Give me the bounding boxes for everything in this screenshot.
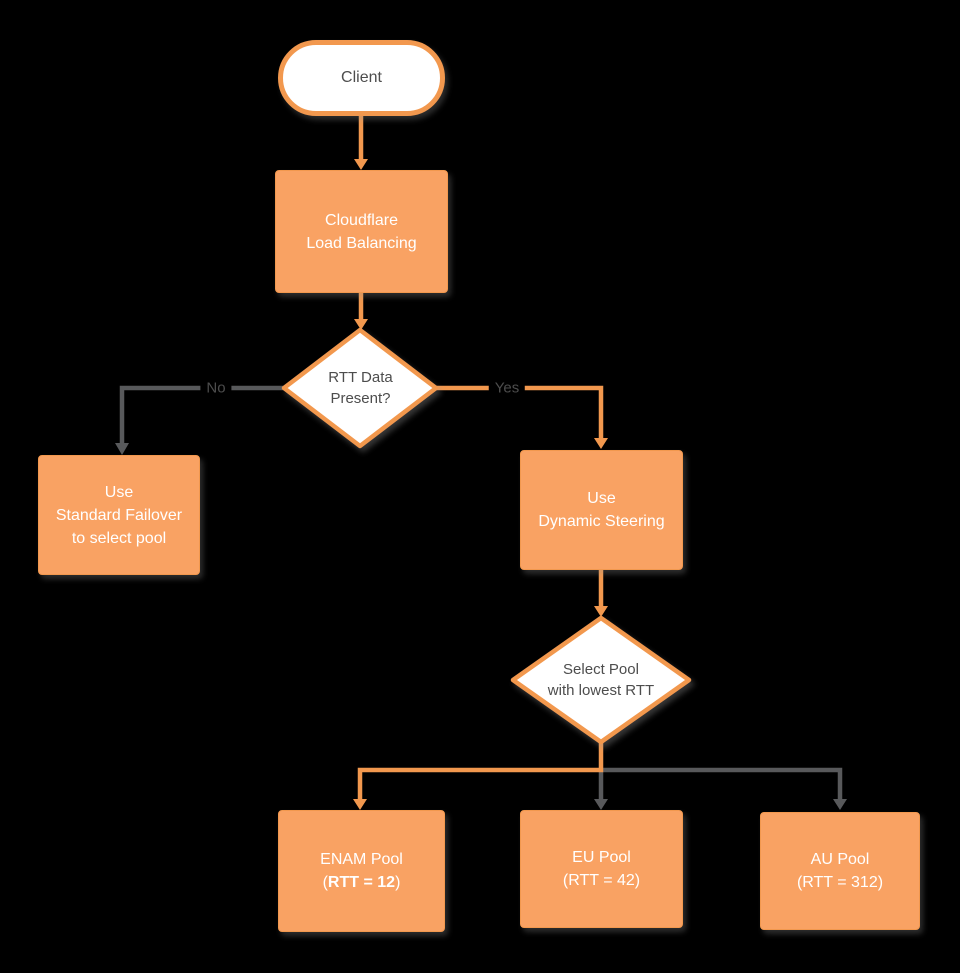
node-eu-pool: EU Pool (RTT = 42) <box>520 810 683 928</box>
au-pool-line2: (RTT = 312) <box>796 874 884 891</box>
select-pool-line2: with lowest RTT <box>547 682 655 699</box>
au-pool-line1: AU Pool <box>810 851 870 868</box>
node-client-label: Client <box>341 69 382 86</box>
edge-label-no: No <box>200 378 232 398</box>
enam-paren-close: ) <box>395 874 401 891</box>
arrowhead-no-branch-icon <box>115 443 129 455</box>
decision-diamond-rtt <box>281 327 439 449</box>
standard-failover-line3: to select pool <box>71 529 167 547</box>
node-select-pool-label: Select Pool with lowest RTT <box>519 650 683 710</box>
eu-pool-line2: (RTT = 42) <box>562 872 641 889</box>
node-dynamic-steering: Use Dynamic Steering <box>520 450 683 570</box>
node-load-balancing: Cloudflare Load Balancing <box>275 170 448 293</box>
rtt-decision-line2: Present? <box>330 390 391 407</box>
edge-to-au-pool <box>601 767 843 799</box>
decision-diamond-select-pool <box>510 615 692 745</box>
node-client: Client <box>278 40 445 116</box>
enam-pool-line1: ENAM Pool <box>320 851 403 868</box>
enam-rtt-bold: RTT = 12 <box>327 874 396 891</box>
standard-failover-line2: Standard Failover <box>55 506 183 524</box>
edge-to-enam-pool <box>357 742 604 799</box>
node-au-pool: AU Pool (RTT = 312) <box>760 812 920 930</box>
select-pool-line1: Select Pool <box>563 661 639 678</box>
node-standard-failover: Use Standard Failover to select pool <box>38 455 200 575</box>
arrowhead-eu-icon <box>594 799 608 810</box>
arrowhead-yes-icon <box>594 438 608 449</box>
arrowhead-enam-icon <box>353 799 367 810</box>
eu-pool-line1: EU Pool <box>572 849 631 866</box>
arrowhead-select-pool-icon <box>594 606 608 617</box>
arrowhead-au-icon <box>833 799 847 810</box>
node-load-balancing-line1: Cloudflare <box>325 211 398 229</box>
node-load-balancing-line2: Load Balancing <box>306 234 417 252</box>
rtt-decision-line1: RTT Data <box>328 369 393 386</box>
dynamic-steering-line1: Use <box>587 490 616 507</box>
dynamic-steering-line2: Dynamic Steering <box>538 513 665 530</box>
standard-failover-line1: Use <box>104 483 134 501</box>
arrowhead-lb-decision-icon <box>354 319 368 330</box>
enam-pool-rtt: (RTT = 12) <box>323 871 401 894</box>
node-enam-pool: ENAM Pool (RTT = 12) <box>278 810 445 932</box>
node-rtt-decision-label: RTT Data Present? <box>288 358 433 418</box>
enam-paren-open: ( <box>322 874 328 891</box>
edge-label-yes: Yes <box>488 378 526 398</box>
arrowhead-client-lb-icon <box>354 159 368 170</box>
